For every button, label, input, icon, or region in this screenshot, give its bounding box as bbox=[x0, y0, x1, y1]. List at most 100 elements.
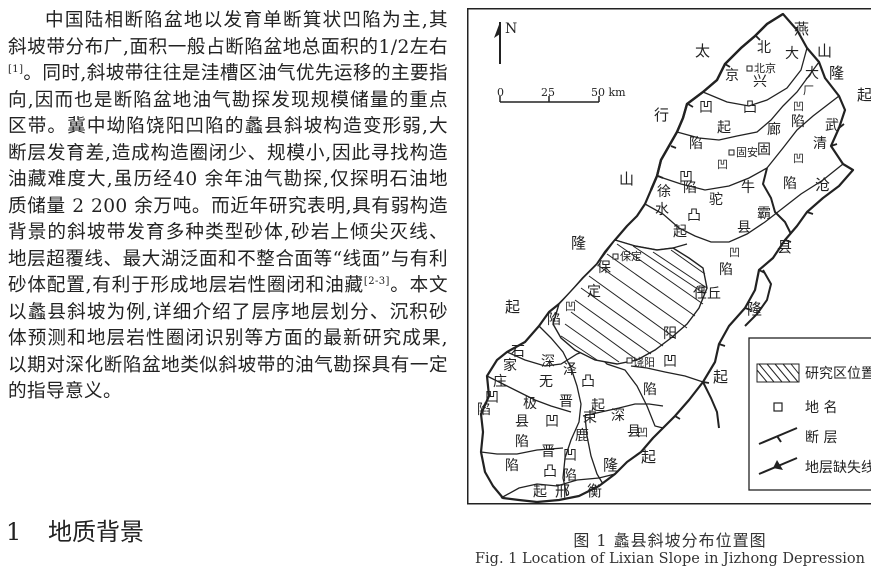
label-raoyang-3: 凹 bbox=[663, 354, 677, 370]
north-label: N bbox=[505, 21, 517, 37]
label-langgu-4: 固 bbox=[757, 142, 771, 158]
para-line-8: 闭少、规模小,因此寻找构造油藏难度大,虽历经 bbox=[8, 142, 448, 191]
para-line-18: 探具有一定的指导意义。 bbox=[8, 354, 448, 403]
section-title: 地质背景 bbox=[48, 518, 144, 546]
label-ningjin-4: 起 bbox=[533, 484, 547, 500]
label-shan2: 山 bbox=[619, 170, 634, 188]
label-long1: 隆 bbox=[829, 64, 844, 82]
label-xushui-4: 陷 bbox=[683, 180, 697, 196]
label-xian-cx: 县 bbox=[777, 238, 792, 256]
label-qi4: 起 bbox=[641, 448, 656, 466]
label-long2: 隆 bbox=[571, 234, 586, 252]
label-shulu-2: 鹿 bbox=[575, 427, 589, 444]
label-shenze-2: 泽 bbox=[563, 362, 577, 378]
label-baoding-3: 凹 bbox=[565, 300, 576, 313]
label-wuji-4: 县 bbox=[515, 414, 529, 430]
label-xushui-2: 水 bbox=[655, 202, 669, 218]
para-line-11: 带发育多种类型砂体,砂岩上倾尖灭线、地层超覆 bbox=[8, 222, 448, 270]
para-line-15: 以蠡县斜坡为例,详细介绍了层序地层划分、沉积 bbox=[8, 301, 429, 323]
label-daxing-2: 兴 bbox=[753, 74, 767, 90]
label-qi3: 起 bbox=[713, 368, 728, 386]
legend-pinchout: 地层缺失线 bbox=[805, 460, 871, 476]
para-line-4: 。同时,斜坡带往往是洼槽区油气优 bbox=[23, 63, 315, 84]
label-baxian-3: 凹 bbox=[729, 246, 740, 259]
para-line-12: 线、最大湖泛面和不整合面等“线面”与有利砂体 bbox=[8, 248, 449, 297]
label-beijing-2: 京 bbox=[725, 68, 739, 84]
study-area-hatch bbox=[560, 243, 708, 363]
legend-fault: 断 层 bbox=[805, 430, 837, 446]
label-wuji-2: 极 bbox=[523, 396, 537, 412]
label-baxian-4: 陷 bbox=[719, 262, 733, 278]
label-wuqing-4: 陷 bbox=[783, 176, 797, 192]
scale-tick-25: 25 bbox=[541, 86, 555, 99]
label-shenze-4: 起 bbox=[591, 398, 605, 414]
para-line-7: 蠡县斜坡构造变形弱,大断层发育差,造成构造圈 bbox=[8, 116, 448, 164]
para-line-14: 。本文 bbox=[389, 275, 448, 296]
label-sjz-2: 家 bbox=[503, 357, 517, 374]
label-baxian-1: 霸 bbox=[757, 206, 771, 222]
label-dachang-1: 大 bbox=[805, 66, 819, 82]
label-long3: 隆 bbox=[747, 300, 762, 318]
label-dachang-3: 凹 bbox=[793, 100, 804, 113]
label-niutuo-2: 驼 bbox=[709, 191, 723, 208]
para-line-5: 先运移的主要指向,因而也是断陷盆地油气勘探 bbox=[8, 63, 448, 111]
label-jinxian-1: 凹 bbox=[545, 414, 559, 430]
fault-ticks-west bbox=[657, 35, 761, 179]
inner-faults bbox=[702, 167, 792, 429]
label-baoding-4: 陷 bbox=[547, 312, 561, 328]
label-shenze-3: 凸 bbox=[581, 374, 595, 390]
label-qi2: 起 bbox=[505, 298, 520, 316]
label-wuqing-2: 清 bbox=[813, 136, 827, 152]
fault-ticks-east bbox=[674, 123, 845, 420]
legend-place: 地 名 bbox=[805, 400, 837, 416]
label-jinxian-3: 陷 bbox=[505, 458, 519, 474]
label-langgu-5: 凹 bbox=[717, 158, 728, 171]
para-line-1: 中国陆相断陷盆地以发育单断箕状凹陷为 bbox=[45, 10, 403, 31]
label-langgu-2: 陷 bbox=[689, 136, 703, 152]
label-shulu-3: 凹 bbox=[563, 448, 577, 464]
label-dachang-2: 厂 bbox=[803, 84, 814, 97]
citation-2: [2-3] bbox=[363, 276, 390, 287]
boundary-fault-west bbox=[649, 12, 784, 191]
label-daxing-4: 起 bbox=[717, 120, 731, 136]
label-shulu-4: 陷 bbox=[563, 468, 577, 484]
label-niutuo-4: 起 bbox=[673, 224, 687, 240]
body-paragraph: 中国陆相断陷盆地以发育单断箕状凹陷为主,其斜坡带分布广,面积一般占断陷盆地总面积… bbox=[8, 8, 448, 406]
label-shan: 山 bbox=[817, 42, 832, 60]
city-guan: 固安 bbox=[736, 145, 758, 159]
city-beijing: 北京 bbox=[754, 61, 776, 75]
label-sjz-5: 陷 bbox=[477, 402, 491, 418]
label-baoding-1: 保 bbox=[597, 260, 611, 276]
label-tai: 太 bbox=[695, 42, 710, 60]
label-jinxian-2: 陷 bbox=[515, 434, 529, 450]
label-raoyang-2: 阳 bbox=[663, 326, 677, 342]
label-ningjin-2: 晋 bbox=[541, 444, 555, 460]
label-sjz-3: 庄 bbox=[493, 373, 507, 390]
para-line-3: 的1/2左右 bbox=[359, 36, 448, 58]
label-beijing-1: 北 bbox=[757, 40, 771, 56]
figure-caption-en: Fig. 1 Location of Lixian Slope in Jizho… bbox=[474, 551, 865, 567]
para-line-2: 主,其斜坡带分布广,面积一般占断陷盆地总面积 bbox=[8, 10, 448, 58]
label-yan: 燕 bbox=[794, 20, 809, 38]
scale-tick-50: 50 km bbox=[591, 86, 626, 99]
para-line-16: 砂体预测和地层岩性圈闭识别等方面的最新研究 bbox=[8, 301, 448, 350]
label-shenxian-2: 县 bbox=[627, 424, 641, 440]
label-shenxian-1: 深 bbox=[611, 408, 625, 424]
section-heading: 1 地质背景 bbox=[6, 512, 144, 547]
label-hang: 行 bbox=[654, 106, 669, 124]
label-daxing-3: 凸 bbox=[743, 100, 757, 116]
scale-tick-0: 0 bbox=[497, 86, 504, 99]
north-arrow bbox=[494, 22, 501, 64]
label-ningjin-3: 凸 bbox=[543, 464, 557, 480]
label-cang: 沧 bbox=[815, 176, 830, 194]
label-wuji-3: 晋 bbox=[559, 394, 573, 410]
label-qi1: 起 bbox=[857, 86, 871, 104]
label-daxing-1: 大 bbox=[785, 46, 799, 62]
label-langgu-1: 凹 bbox=[699, 100, 713, 116]
citation-1: [1] bbox=[8, 64, 24, 75]
label-niutuo-1: 牛 bbox=[741, 180, 755, 196]
label-wuji-1: 无 bbox=[539, 374, 553, 390]
para-line-10: 万吨。而近年研究表明,具有弱构造背景的斜坡 bbox=[8, 195, 449, 244]
section-number: 1 bbox=[6, 518, 22, 546]
label-shenxian-3: 凹 bbox=[637, 426, 648, 439]
